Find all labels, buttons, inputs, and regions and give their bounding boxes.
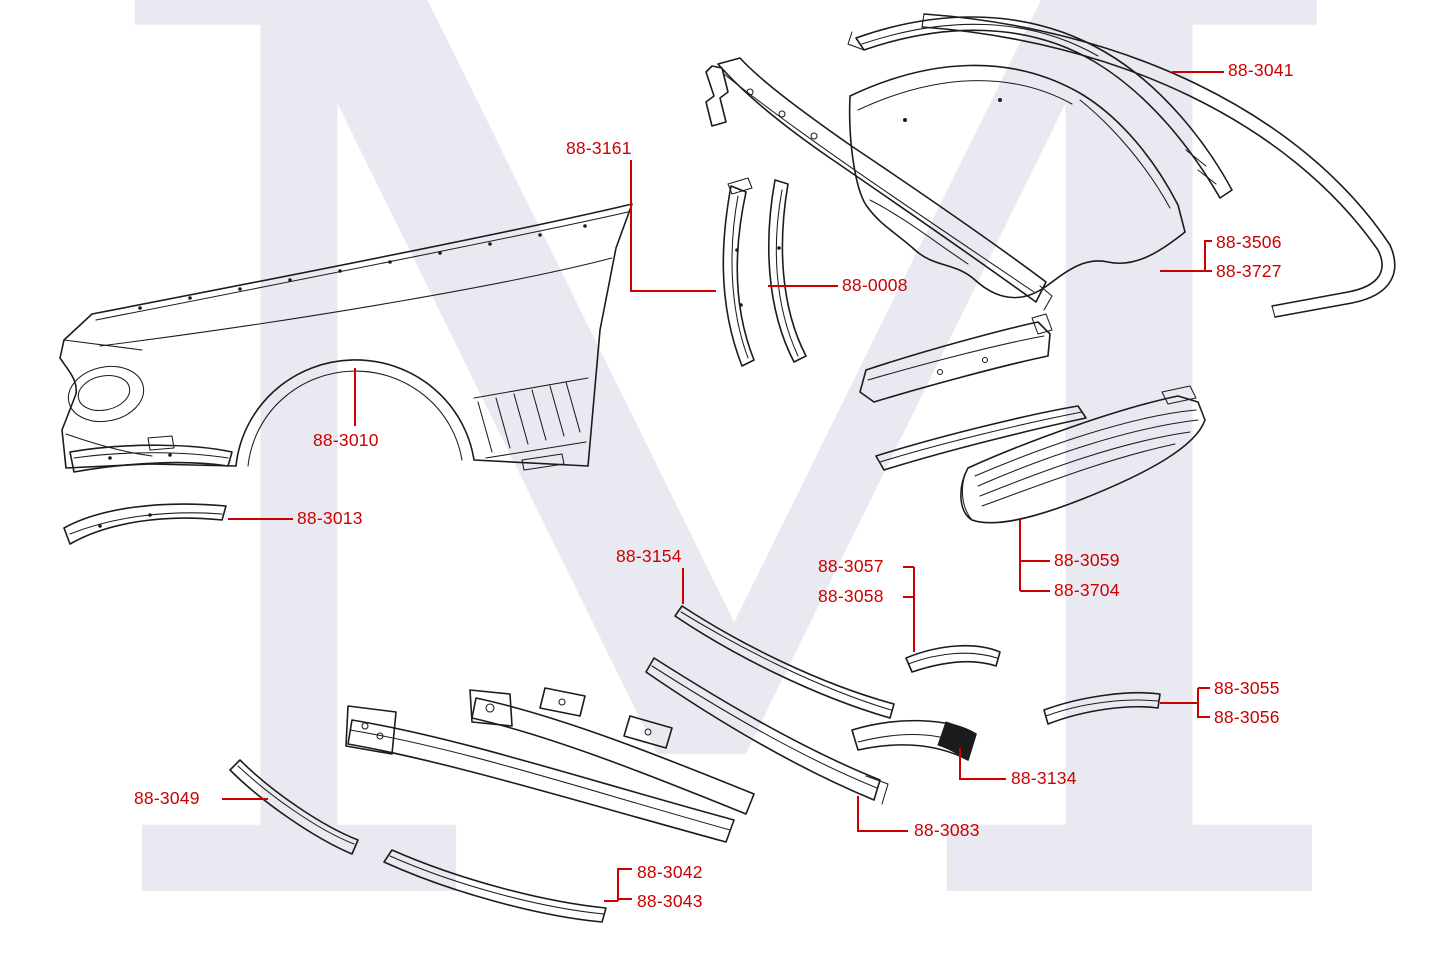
part-corner-trim — [851, 719, 977, 761]
part-header-rail — [705, 57, 1053, 311]
part-label-88-3013: 88-3013 — [297, 508, 363, 528]
part-label-88-3057: 88-3057 — [818, 556, 884, 576]
part-bumper-bar-outer — [345, 705, 735, 843]
part-strip-3042 — [383, 849, 607, 923]
part-label-88-3056: 88-3056 — [1214, 707, 1280, 727]
part-trim-strip-3055 — [1043, 691, 1161, 725]
part-label-88-3042: 88-3042 — [637, 862, 703, 882]
part-label-88-3704: 88-3704 — [1054, 580, 1120, 600]
part-rocker-panel — [960, 385, 1206, 524]
part-label-88-3506: 88-3506 — [1216, 232, 1282, 252]
part-trim-strip-3057 — [905, 644, 1001, 673]
part-label-88-3010: 88-3010 — [313, 430, 379, 450]
part-roof-frame — [847, 16, 1233, 199]
part-label-88-3134: 88-3134 — [1011, 768, 1077, 788]
part-label-88-3055: 88-3055 — [1214, 678, 1280, 698]
part-a-pillar-front — [722, 177, 755, 367]
part-label-88-3727: 88-3727 — [1216, 261, 1282, 281]
part-label-88-3154: 88-3154 — [616, 546, 682, 566]
part-side-molding-lower — [645, 657, 889, 805]
part-label-88-3041: 88-3041 — [1228, 60, 1294, 80]
part-label-88-3058: 88-3058 — [818, 586, 884, 606]
part-label-88-3161: 88-3161 — [566, 138, 632, 158]
part-side-molding-upper — [674, 605, 895, 719]
leader-lines — [222, 71, 1224, 902]
part-a-pillar-rear — [767, 179, 807, 363]
part-quarter-trim-upper — [859, 313, 1053, 403]
part-label-88-3049: 88-3049 — [134, 788, 200, 808]
part-label-88-3059: 88-3059 — [1054, 550, 1120, 570]
part-strip-3049 — [229, 759, 359, 855]
part-label-88-3083: 88-3083 — [914, 820, 980, 840]
part-front-fender — [59, 203, 633, 471]
part-front-trim-lower — [63, 503, 227, 545]
part-quarter-trim-middle — [875, 405, 1087, 471]
part-cowl-panel — [848, 64, 1186, 299]
part-bumper-bar-inner — [469, 687, 755, 815]
part-front-trim-upper — [69, 444, 233, 473]
part-label-88-0008: 88-0008 — [842, 275, 908, 295]
part-label-88-3043: 88-3043 — [637, 891, 703, 911]
